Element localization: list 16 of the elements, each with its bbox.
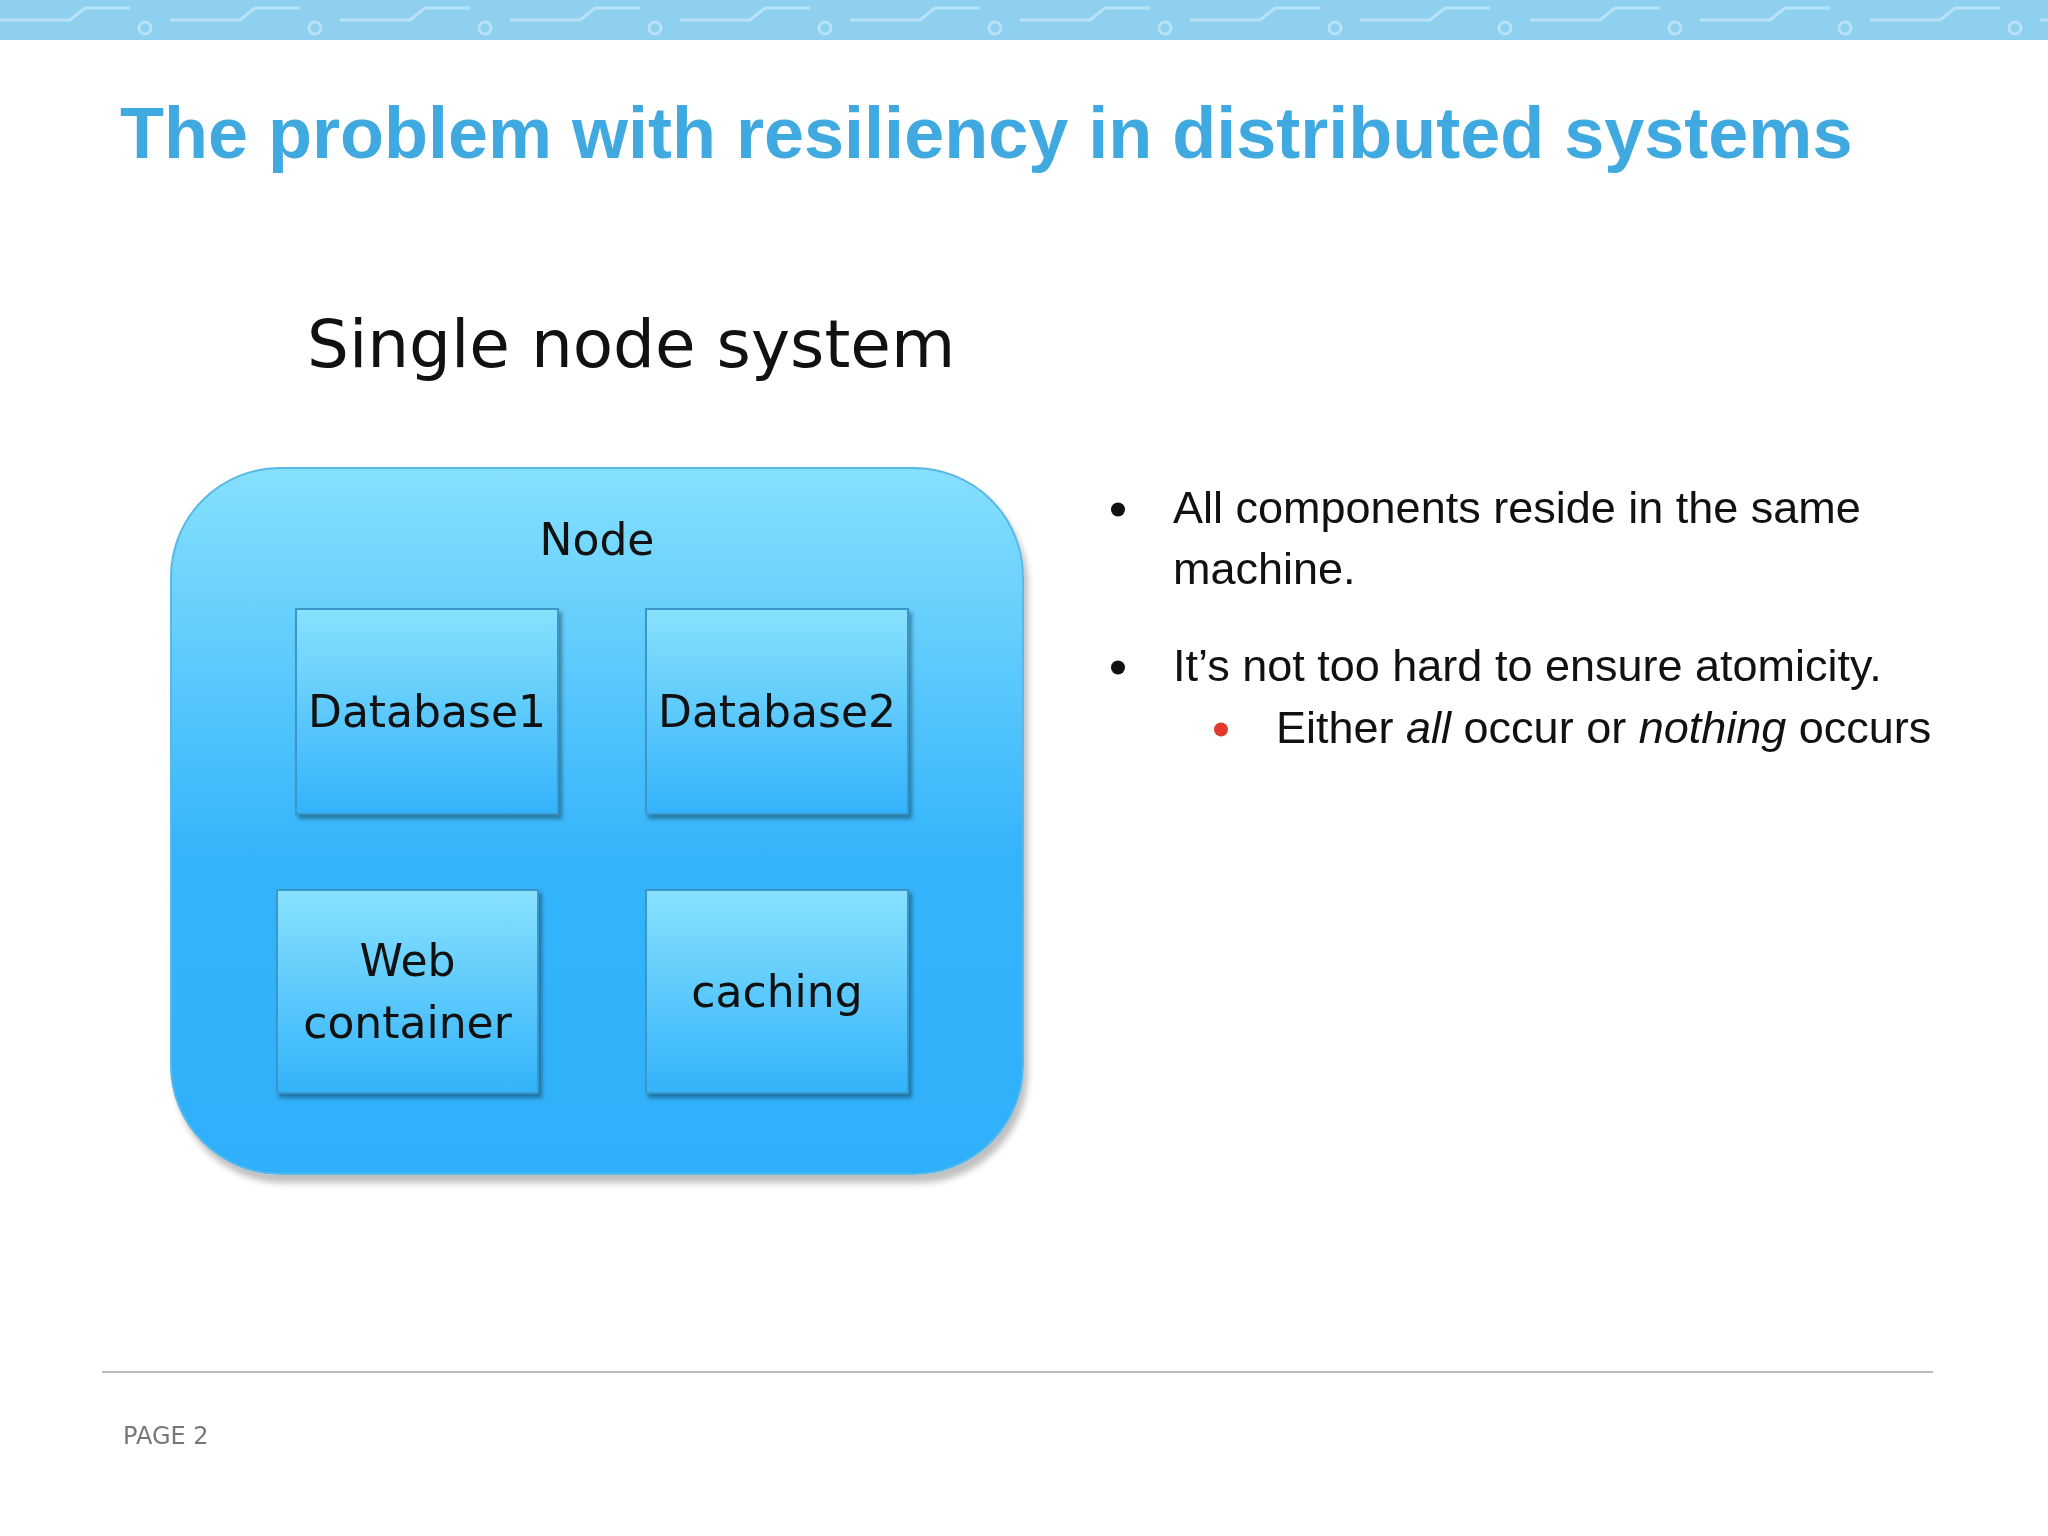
node-container <box>170 467 1024 1175</box>
component-box <box>645 889 909 1094</box>
bullet-text: It’s not too hard to ensure atomicity. <box>1173 639 1883 693</box>
node-label: Database1 <box>308 684 546 739</box>
component-box <box>295 608 559 815</box>
component-box <box>276 889 539 1094</box>
sub-bullet-text: Either all occur or nothing occurs <box>1276 701 1933 755</box>
node-label: caching <box>691 964 863 1019</box>
node-label: Database2 <box>658 684 896 739</box>
slide-title: The problem with resiliency in distributed systems <box>120 92 1853 174</box>
page-number: PAGE 2 <box>123 1421 210 1452</box>
component-box <box>645 608 909 815</box>
node-label: Node <box>539 513 655 567</box>
bullet-text: All components reside in the same machine. <box>1173 481 1862 596</box>
diagram-heading: Single node system <box>307 305 957 385</box>
node-label: Web container <box>302 933 513 1050</box>
